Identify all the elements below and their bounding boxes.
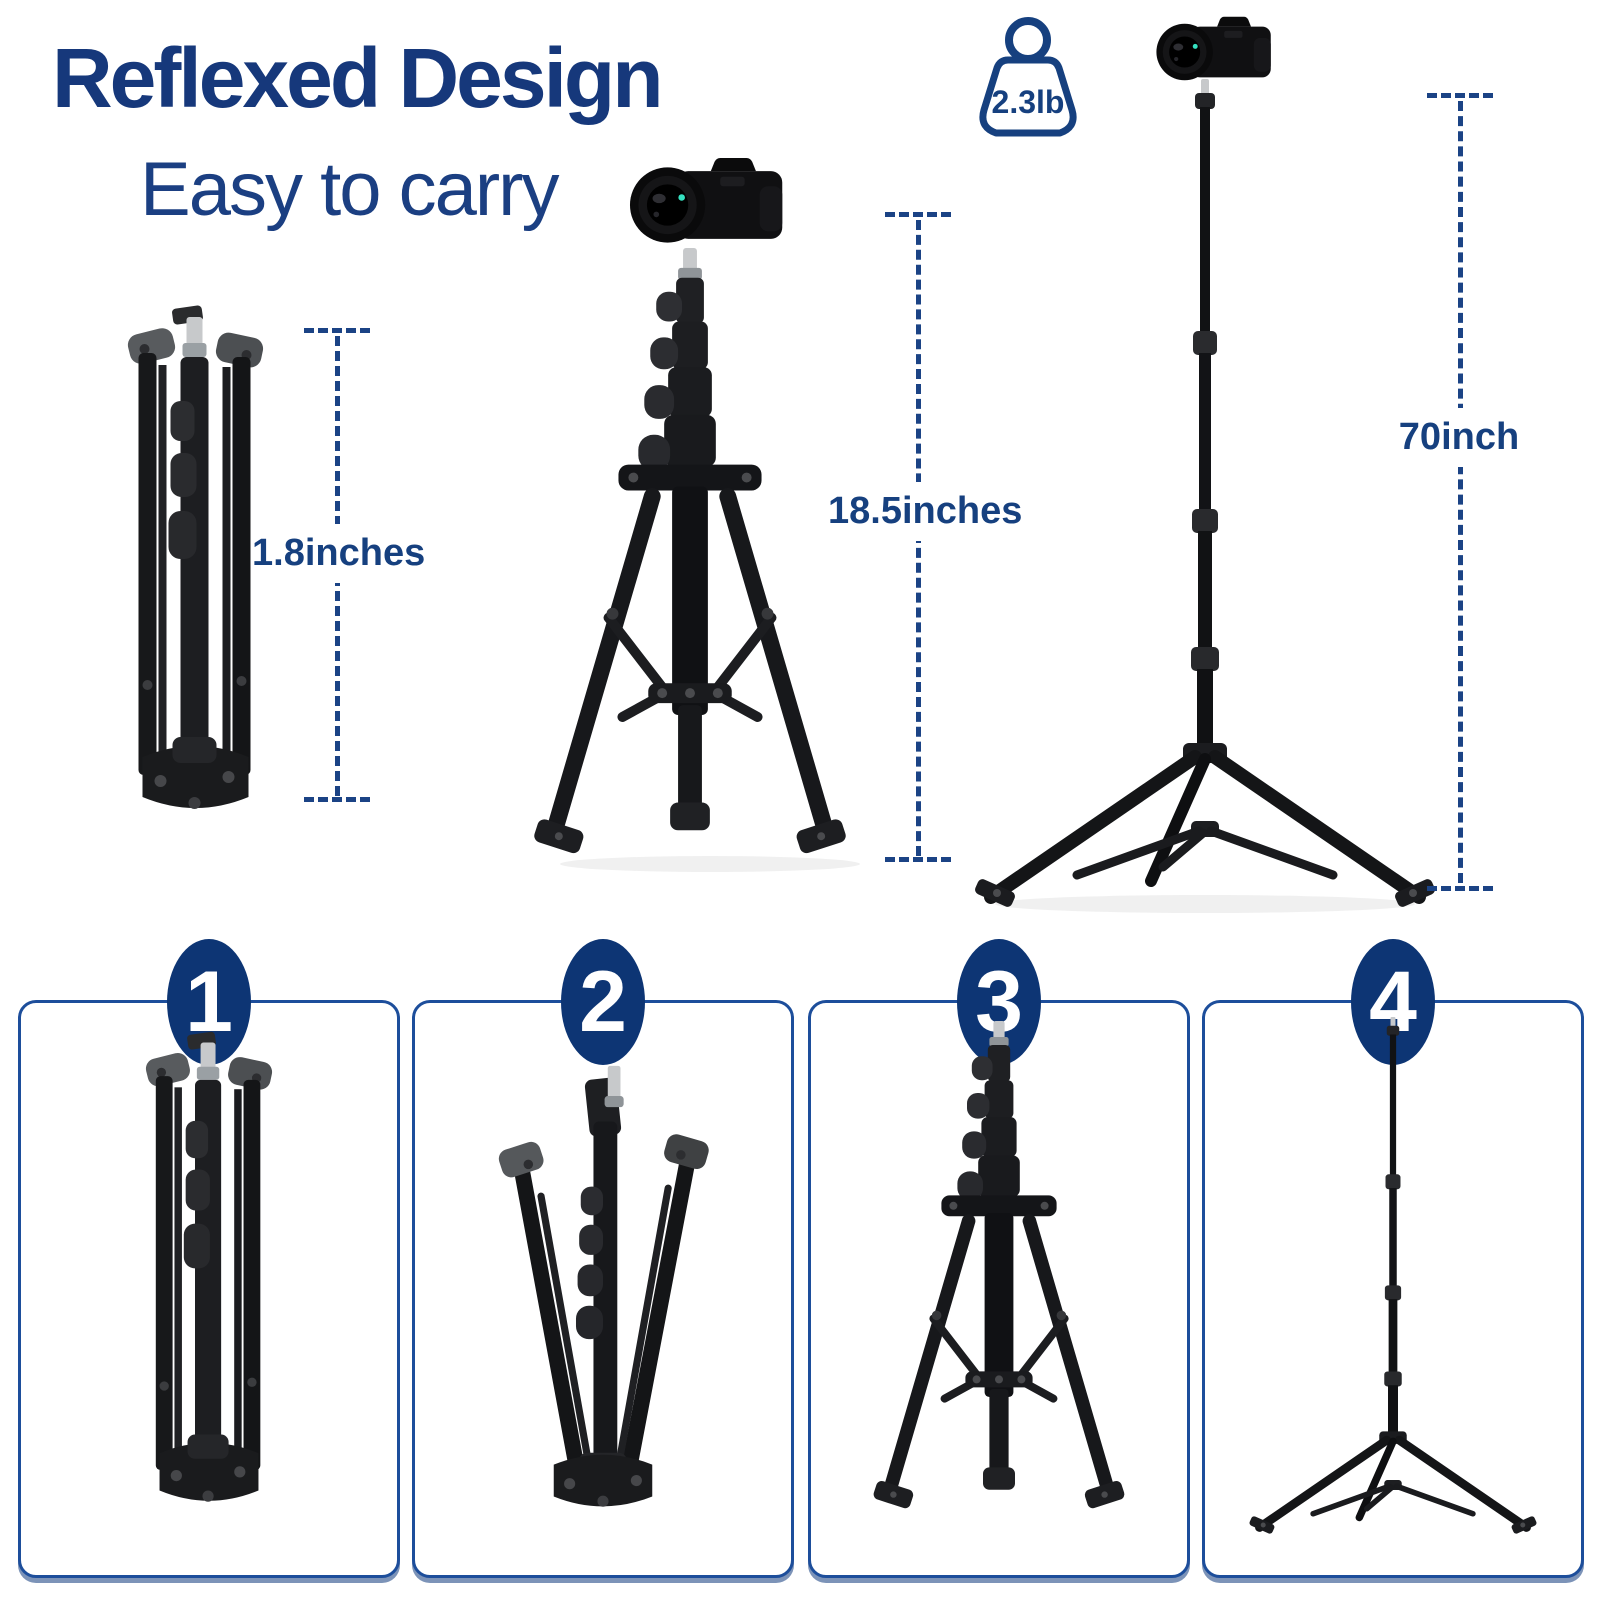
step-panel-2: 2 — [412, 939, 794, 1578]
step-panel-3: 3 — [808, 939, 1190, 1578]
folded-length-label: 1.8inches — [252, 524, 425, 583]
max-height-bottom-cap — [1427, 886, 1493, 891]
compact-standing-tripod-image — [847, 1021, 1151, 1525]
extended-stand-with-camera-image — [955, 16, 1455, 913]
camera-icon — [629, 158, 783, 243]
min-height-bottom-cap — [885, 857, 951, 862]
min-height-label: 18.5inches — [828, 482, 1022, 541]
step-panel-4: 4 — [1202, 939, 1584, 1578]
max-height-line — [1458, 101, 1463, 883]
step-2-number: 2 — [579, 954, 627, 1050]
page-title: Reflexed Design — [52, 31, 664, 125]
camera-icon — [1156, 16, 1271, 81]
weight-icon: 2.3lb — [979, 17, 1077, 137]
step-panel-1: 1 — [18, 939, 400, 1578]
weight-value: 2.3lb — [992, 84, 1065, 120]
max-height-top-cap — [1427, 93, 1493, 98]
min-height-top-cap — [885, 212, 951, 217]
folded-length-bottom-cap — [304, 797, 370, 802]
step-1-number: 1 — [185, 954, 233, 1050]
page-subtitle: Easy to carry — [140, 147, 559, 232]
max-height-label: 70inch — [1384, 408, 1534, 467]
step-4-badge: 4 — [1351, 939, 1435, 1065]
step-1-badge: 1 — [167, 939, 251, 1065]
folded-tripod-image — [125, 305, 266, 809]
fully-extended-stand-image — [1237, 1017, 1549, 1535]
folded-length-top-cap — [304, 328, 370, 333]
folded-tripod-image — [143, 1031, 274, 1502]
step-2-badge: 2 — [561, 939, 645, 1065]
compact-tripod-with-camera-image — [528, 158, 860, 872]
half-unfolded-tripod-image — [460, 1019, 746, 1529]
